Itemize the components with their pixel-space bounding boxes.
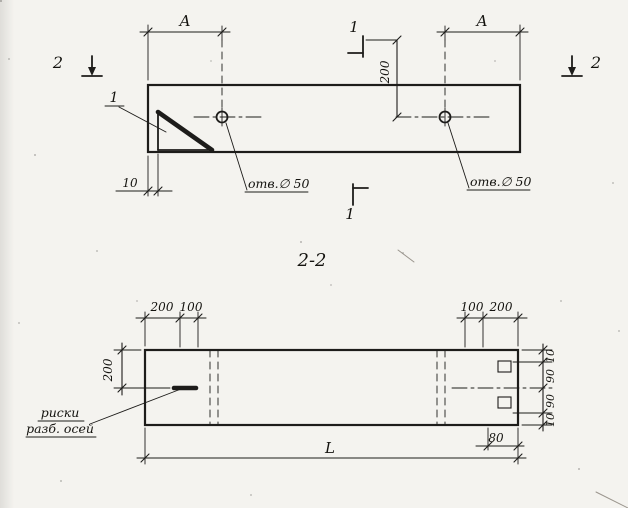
cut-mark-2-left: 2	[52, 53, 103, 77]
dashed-lines-left	[209, 349, 219, 426]
beam-outline-section	[143, 348, 520, 427]
dim-10-right-bottom-label: 10	[544, 413, 557, 427]
dim-200-top-left-label: 200	[150, 300, 174, 314]
cut-2-right-label: 2	[590, 53, 601, 72]
dashed-lines-right	[436, 349, 446, 426]
cut-mark-1-top: 1	[347, 18, 364, 58]
notch-lower	[497, 396, 512, 409]
dim-length: L	[136, 427, 527, 465]
dim-90-right-lower-label: 90	[544, 394, 557, 408]
section-view: 200 200 100 100 200	[25, 300, 557, 465]
dim-200-top-right-label: 200	[489, 300, 513, 314]
dim-200-plan-label: 200	[378, 60, 392, 84]
notch-upper	[497, 360, 512, 373]
dim-a-left-label: А	[178, 12, 190, 30]
axes-note-line1: риски	[41, 405, 80, 420]
dim-a-right: А	[436, 12, 529, 109]
axes-note-line2: разб. осей	[26, 421, 94, 436]
hole-label-right-text: отв.∅ 50	[470, 174, 531, 189]
dim-100-top-left-label: 100	[180, 300, 203, 314]
dim-length-label: L	[324, 439, 335, 457]
dim-80: 80	[475, 427, 525, 451]
section-title: 2-2	[297, 250, 327, 271]
beam-outline-plan	[146, 83, 522, 154]
dim-200-section-label: 200	[101, 358, 115, 382]
corner-detail-triangle	[155, 109, 215, 153]
cut-mark-2-right: 2	[561, 53, 601, 77]
dim-200-plan: 200	[365, 35, 402, 122]
cut-mark-1-bottom: 1	[345, 183, 369, 223]
dim-a-right-label: А	[475, 12, 487, 30]
hole-right	[395, 107, 493, 127]
dim-80-label: 80	[488, 431, 504, 445]
dims-top-right: 100 200	[456, 300, 528, 348]
dim-100-top-right-label: 100	[461, 300, 484, 314]
dim-a-left: А	[139, 12, 231, 109]
dim-200-section-left: 200	[101, 342, 171, 396]
detail-1-label: 1	[110, 90, 119, 106]
plan-view: А А 1 1 2	[52, 12, 601, 223]
dims-right-stack: 10 90 90 10	[512, 343, 557, 432]
hole-label-left: отв.∅ 50	[225, 122, 309, 193]
detail-1-callout: 1	[104, 90, 167, 133]
hole-left	[193, 107, 263, 127]
dim-90-right-upper-label: 90	[544, 369, 557, 383]
cut-2-left-label: 2	[52, 53, 63, 72]
dims-top-left: 200 100	[135, 300, 207, 348]
cut-1-bottom-label: 1	[345, 205, 355, 223]
dim-10-label: 10	[122, 176, 138, 190]
hole-label-right: отв.∅ 50	[447, 122, 531, 191]
scan-artifact-line	[595, 491, 628, 508]
dim-10-right-top-label: 10	[544, 349, 557, 363]
hole-label-left-text: отв.∅ 50	[248, 176, 309, 191]
axes-note: риски разб. осей	[25, 388, 182, 438]
cut-1-top-label: 1	[349, 18, 359, 36]
dim-10: 10	[115, 153, 173, 197]
